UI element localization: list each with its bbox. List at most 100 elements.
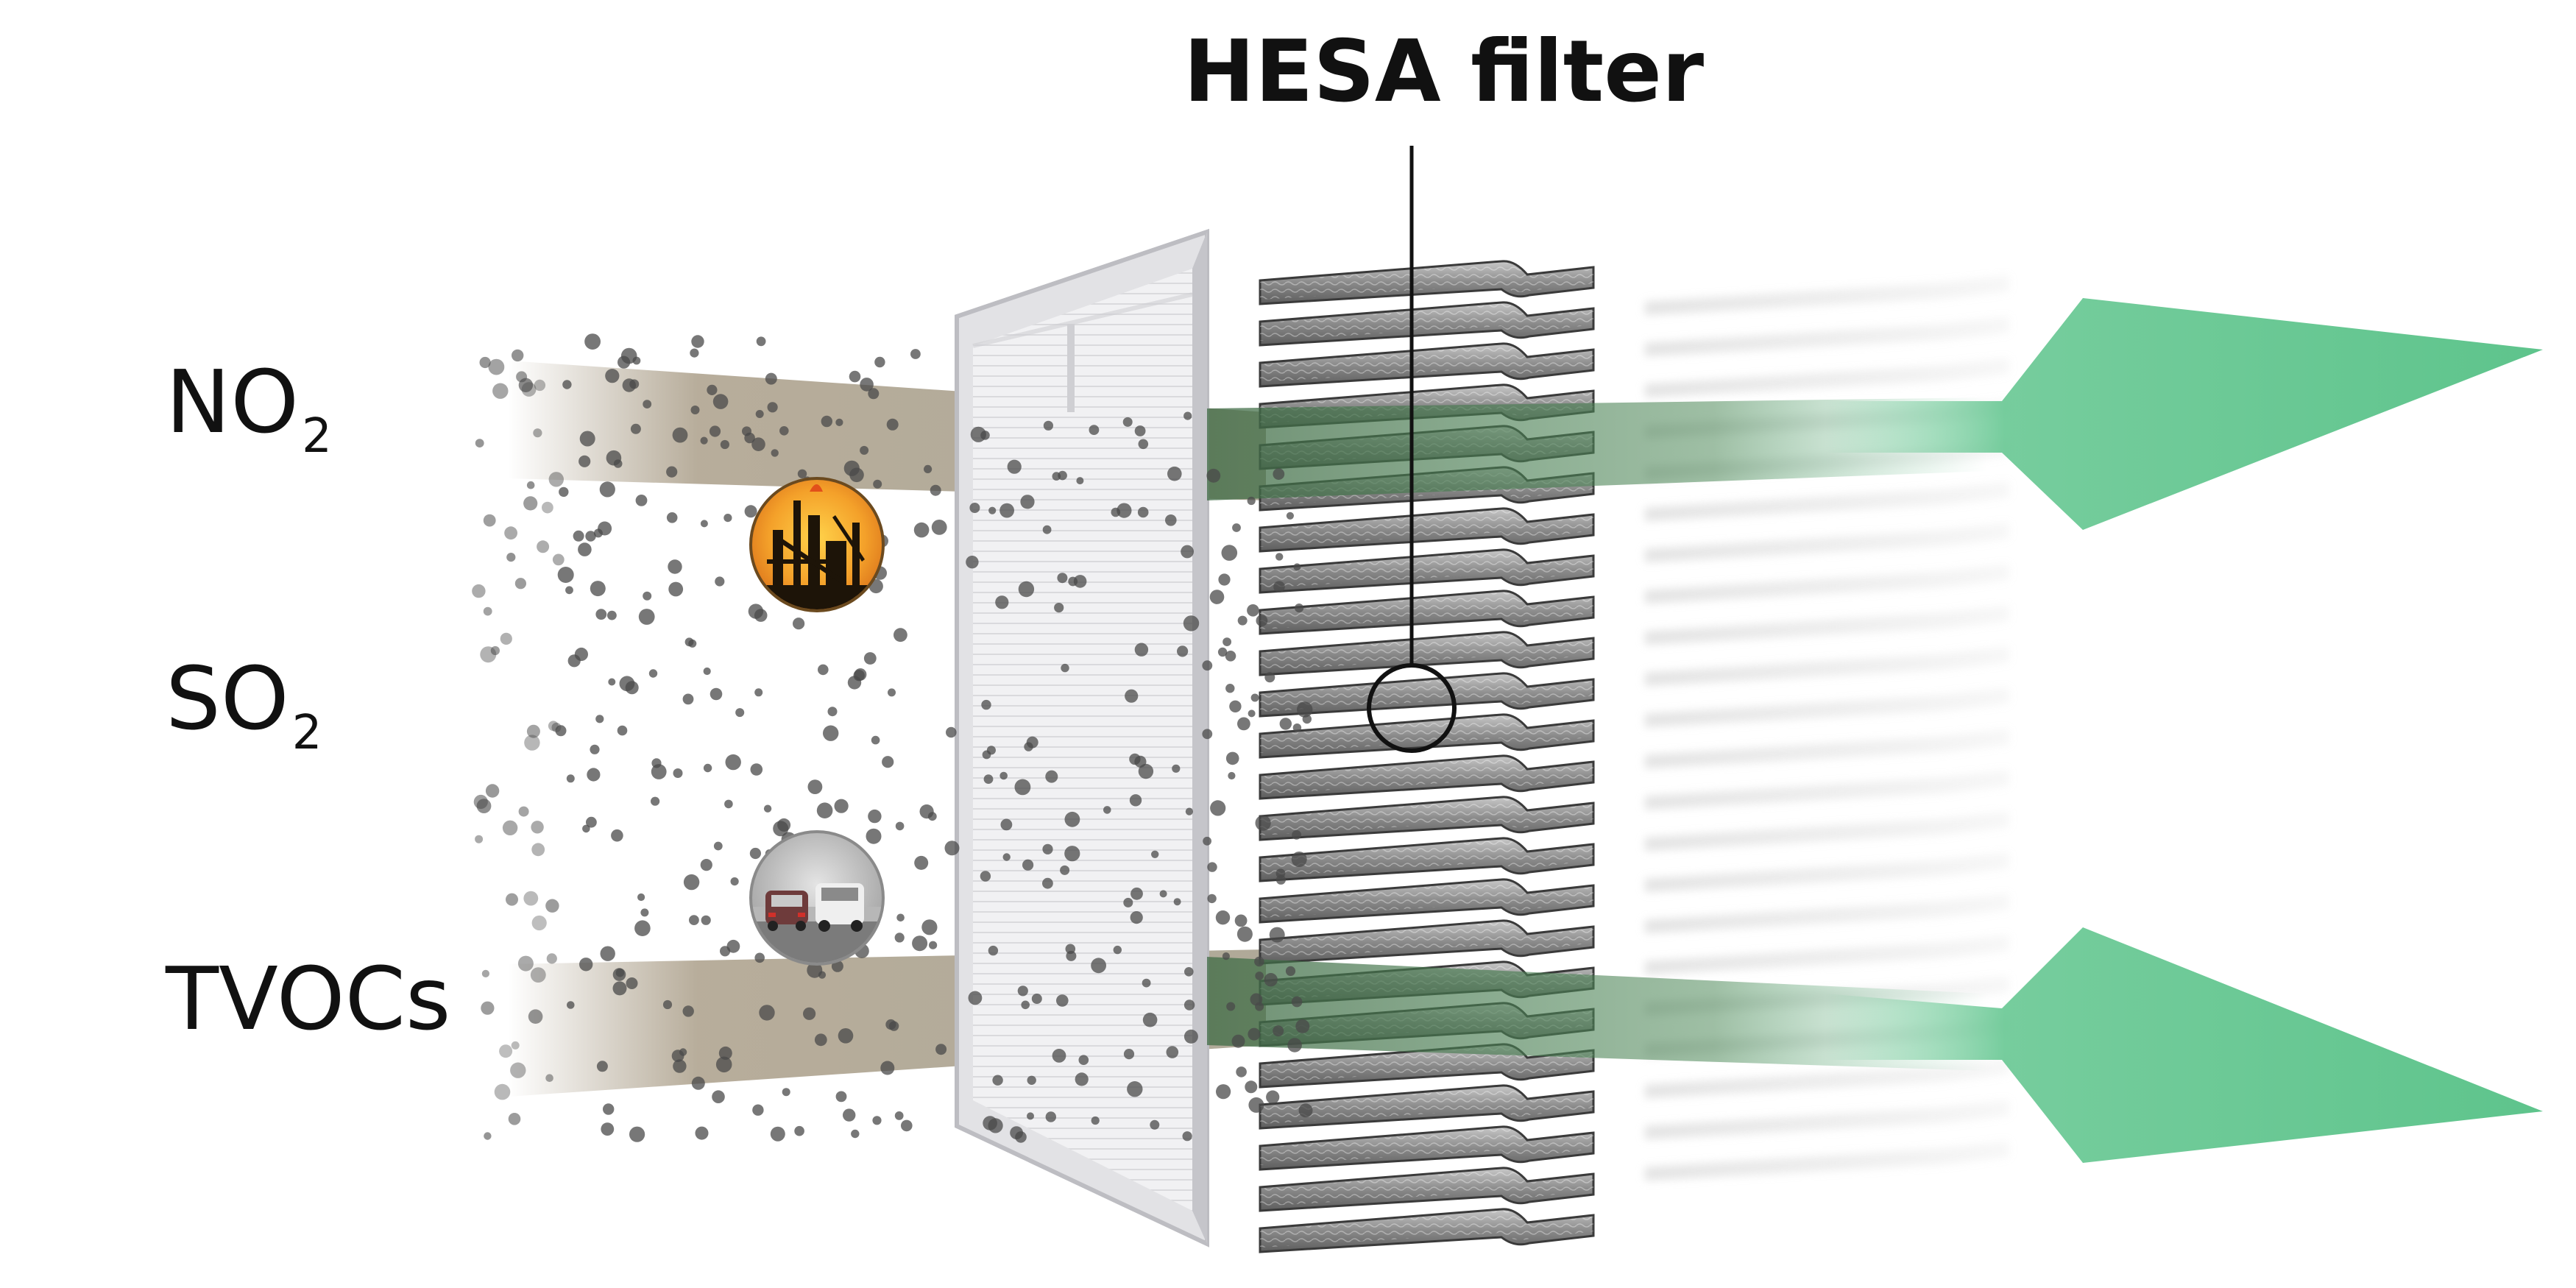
particle bbox=[1228, 771, 1236, 780]
particle bbox=[1052, 472, 1061, 481]
particle bbox=[605, 369, 620, 383]
particle bbox=[946, 726, 957, 738]
particle bbox=[567, 1001, 575, 1009]
particle bbox=[1202, 660, 1213, 671]
pre-filter bbox=[955, 228, 1209, 1248]
particle bbox=[1185, 807, 1193, 815]
particle bbox=[585, 531, 596, 542]
particle bbox=[1042, 877, 1053, 889]
particle bbox=[603, 1103, 615, 1115]
particle bbox=[1255, 1002, 1264, 1011]
particle bbox=[1027, 1112, 1034, 1120]
particle bbox=[765, 372, 777, 385]
particle bbox=[1183, 411, 1192, 420]
particle bbox=[555, 725, 567, 737]
particle bbox=[835, 1091, 847, 1103]
clean-air-arrow-top bbox=[1825, 298, 2543, 530]
particle bbox=[1255, 972, 1264, 980]
particle bbox=[601, 1122, 615, 1136]
particle bbox=[1173, 898, 1181, 906]
particle bbox=[1064, 846, 1080, 862]
particle bbox=[827, 707, 838, 717]
particle bbox=[1225, 651, 1236, 662]
particle bbox=[1045, 770, 1058, 783]
particle bbox=[672, 427, 688, 443]
pleat-texture bbox=[1260, 798, 1593, 835]
particle bbox=[730, 877, 739, 886]
pleat-texture bbox=[1260, 757, 1593, 794]
particle bbox=[715, 576, 725, 587]
particle bbox=[552, 553, 565, 566]
pollutant-label-tvocs: TVOCs bbox=[166, 948, 451, 1050]
particle bbox=[1225, 751, 1239, 765]
particle bbox=[921, 919, 938, 935]
particle bbox=[930, 484, 941, 496]
particle bbox=[749, 847, 761, 860]
particle bbox=[1254, 956, 1264, 967]
particle bbox=[504, 526, 517, 540]
particle bbox=[612, 981, 627, 996]
particle bbox=[480, 646, 497, 663]
particle bbox=[622, 378, 636, 392]
particle bbox=[573, 530, 584, 542]
particle bbox=[1043, 420, 1053, 431]
particle bbox=[518, 806, 529, 817]
particle bbox=[873, 479, 882, 489]
particle bbox=[1285, 966, 1296, 976]
particle bbox=[1017, 986, 1028, 997]
particle bbox=[793, 618, 805, 630]
particle bbox=[492, 383, 509, 399]
particle bbox=[1123, 1049, 1135, 1060]
particle bbox=[1061, 663, 1069, 673]
pleat-texture bbox=[1260, 303, 1593, 341]
particle bbox=[1020, 495, 1035, 509]
hesa-filter-title: HESA filter bbox=[1183, 22, 1705, 121]
particle bbox=[1113, 945, 1122, 955]
particle bbox=[1237, 615, 1248, 626]
ghost-pleat bbox=[1645, 1141, 2009, 1181]
particle bbox=[483, 514, 496, 527]
particle bbox=[771, 449, 779, 457]
pleat-texture bbox=[1260, 839, 1593, 877]
particle bbox=[600, 946, 615, 961]
particle bbox=[1129, 753, 1141, 765]
particle bbox=[1000, 818, 1013, 831]
particle bbox=[773, 821, 789, 837]
particle bbox=[632, 356, 641, 365]
particle bbox=[625, 681, 639, 695]
particle bbox=[666, 512, 678, 523]
particle bbox=[1287, 1038, 1302, 1052]
particle bbox=[1291, 852, 1307, 867]
particle bbox=[700, 436, 708, 445]
particle bbox=[559, 486, 569, 498]
particle bbox=[1295, 604, 1304, 613]
ghost-pleat bbox=[1645, 811, 2009, 851]
particle bbox=[595, 609, 607, 620]
particle bbox=[752, 1104, 764, 1116]
particle bbox=[531, 821, 544, 834]
particle bbox=[1078, 1055, 1089, 1065]
particle bbox=[860, 445, 869, 455]
particle bbox=[1292, 829, 1301, 840]
particle bbox=[612, 968, 626, 981]
particle bbox=[700, 520, 708, 528]
particle bbox=[679, 1048, 687, 1056]
particle bbox=[1018, 581, 1035, 598]
particle bbox=[1024, 742, 1033, 751]
particle bbox=[818, 971, 827, 979]
particle bbox=[797, 469, 807, 478]
particle bbox=[599, 481, 615, 498]
particle bbox=[944, 841, 960, 856]
particle bbox=[919, 804, 934, 819]
particle bbox=[479, 356, 491, 369]
particle bbox=[523, 891, 539, 906]
particle bbox=[818, 664, 829, 676]
particle bbox=[1248, 1027, 1261, 1041]
particle bbox=[895, 821, 905, 831]
particle bbox=[1151, 850, 1159, 859]
particle bbox=[1207, 862, 1217, 872]
ghost-pleats bbox=[1645, 275, 2009, 1181]
particle bbox=[807, 779, 823, 794]
particle bbox=[1010, 1126, 1023, 1139]
particle bbox=[1247, 496, 1256, 506]
